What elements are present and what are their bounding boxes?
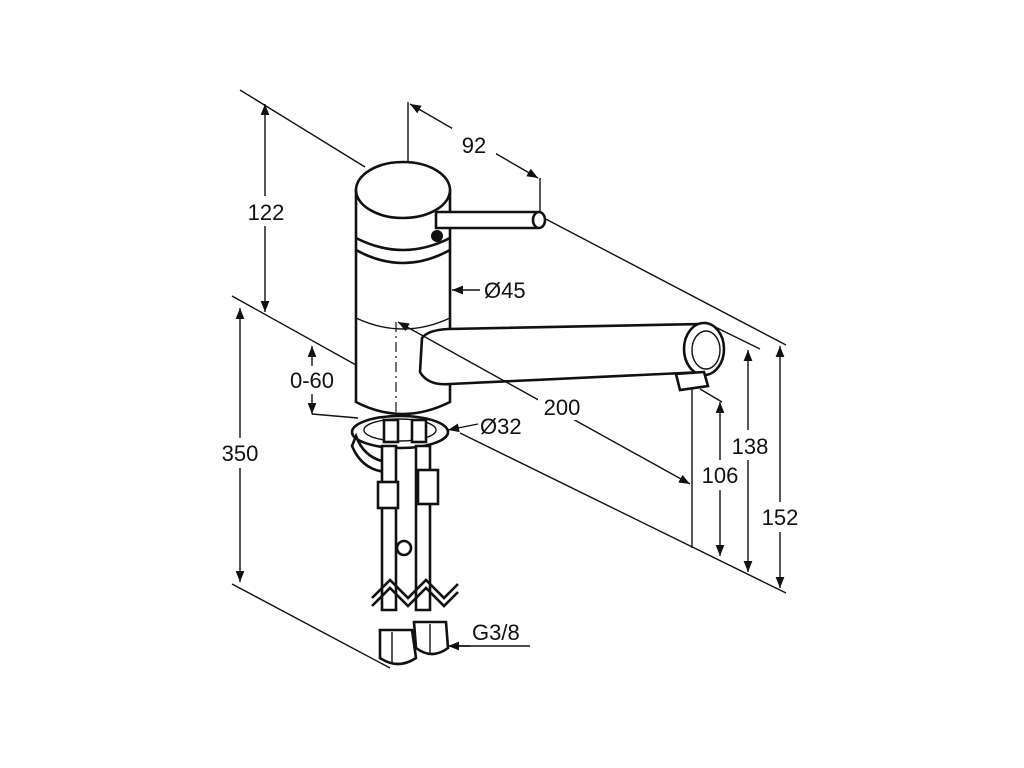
faucet-top-cap	[354, 160, 452, 220]
label-bg-thickness	[282, 366, 342, 394]
dimension-lines	[235, 103, 785, 651]
connection-nut-right	[412, 620, 450, 656]
spout-arm	[418, 322, 706, 386]
mounting-stud-right	[410, 418, 428, 444]
label-body-diameter: Ø45	[484, 278, 526, 303]
lever-handle-tip	[531, 210, 547, 230]
label-thickness-range: 0-60	[290, 368, 334, 393]
base-ring	[350, 414, 450, 450]
label-base-diameter: Ø32	[480, 414, 522, 439]
label-bg-92	[452, 128, 496, 158]
mounting-stud-left	[382, 418, 400, 444]
label-spout-height-152: 152	[762, 505, 799, 530]
lever-pivot-screw	[431, 230, 443, 242]
connection-nut-left	[378, 628, 418, 666]
break-line-upper	[371, 578, 459, 600]
label-bg-200	[538, 392, 588, 420]
dim-leader-thickness	[311, 413, 359, 419]
break-line-lower	[371, 586, 459, 608]
label-spout-height-138: 138	[732, 434, 769, 459]
spout-end-inner	[691, 330, 721, 370]
handle-top-extension-line	[539, 215, 787, 346]
hose-fitting-left	[376, 480, 400, 510]
connection-extension-line	[231, 583, 391, 669]
top-extension-line	[239, 89, 366, 168]
label-upper-height: 122	[248, 200, 285, 225]
body-band-lower	[355, 248, 451, 265]
label-connection-thread: G3/8	[472, 620, 520, 645]
label-handle-reach: 92	[462, 133, 486, 158]
label-bg-106	[696, 460, 744, 490]
label-spout-reach: 200	[544, 395, 581, 420]
spout-outlet-extension-line	[699, 388, 723, 403]
spout-aerator	[674, 370, 710, 392]
label-lower-height: 350	[222, 441, 259, 466]
dimension-labels: 92 122 Ø45 0-60 200 Ø32 350 138 106 152 …	[216, 128, 804, 645]
label-spout-height-106: 106	[702, 463, 739, 488]
label-bg-152	[756, 502, 804, 532]
dim-leader-diameter-32	[447, 423, 479, 433]
deck-extension-line	[231, 295, 366, 371]
hose-fitting-right	[416, 468, 440, 506]
body-band-upper	[355, 236, 451, 252]
lever-handle	[434, 210, 544, 230]
hose-clip	[395, 539, 413, 557]
label-bg-138	[728, 430, 772, 460]
label-bg-350	[216, 438, 266, 468]
label-bg-122	[244, 196, 292, 226]
